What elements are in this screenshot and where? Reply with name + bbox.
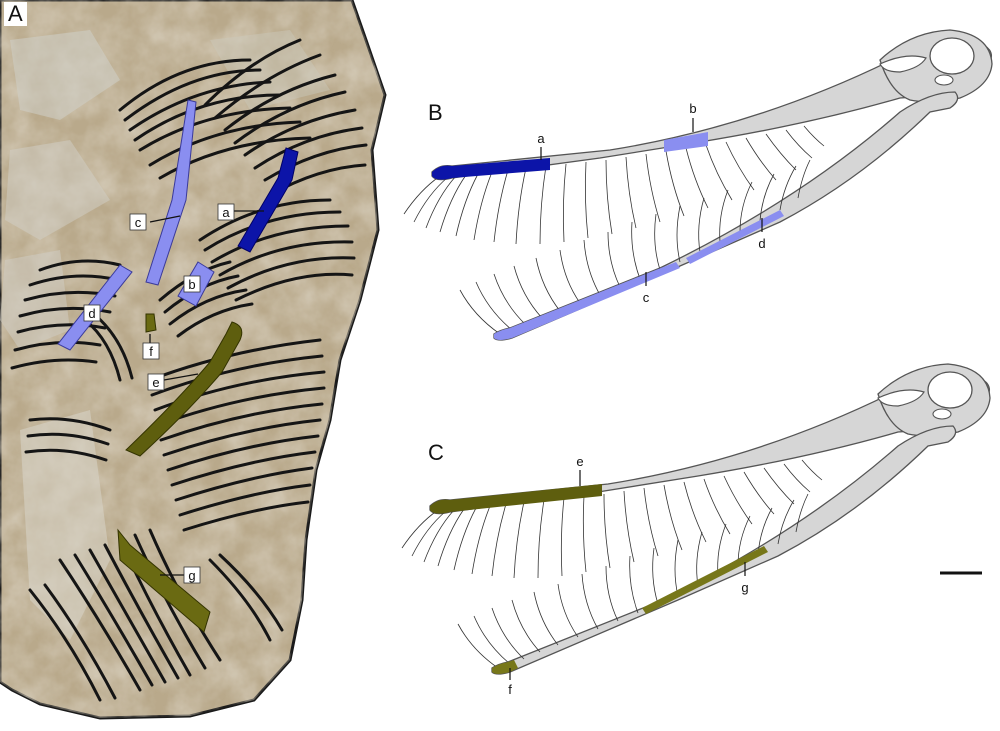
panel-label-b: B	[428, 100, 443, 125]
element-g-a	[117, 528, 211, 633]
element-e-a	[125, 321, 243, 457]
element-f-c	[492, 660, 518, 674]
fossil-slab: c a b d f e g	[0, 0, 387, 720]
labels-b: a b c d	[537, 101, 765, 305]
element-a-a	[237, 147, 299, 253]
element-f-a	[145, 313, 157, 333]
skull-drawing	[401, 363, 991, 675]
label-f-a: f	[149, 344, 153, 359]
label-g-c: g	[741, 580, 748, 595]
label-d-a: d	[88, 306, 95, 321]
element-c-a	[145, 99, 197, 286]
lower-teeth	[459, 159, 811, 335]
lower-jaw	[493, 91, 959, 341]
label-f-c: f	[508, 682, 512, 697]
label-e-a: e	[152, 375, 159, 390]
element-d-b	[686, 210, 784, 264]
label-b-b: b	[689, 101, 696, 116]
label-d-b: d	[758, 236, 765, 251]
element-c-b	[494, 262, 680, 340]
panel-label-c: C	[428, 440, 444, 465]
label-c-a: c	[135, 215, 142, 230]
skull-reconstruction-c	[401, 363, 991, 675]
label-g-a: g	[188, 568, 195, 583]
panel-label-a: A	[4, 2, 27, 26]
label-a-a: a	[222, 205, 230, 220]
element-e-c	[430, 484, 602, 514]
element-b-b	[664, 132, 708, 152]
element-a-b	[432, 158, 550, 180]
skull-reconstruction-b: a b c d	[403, 29, 993, 341]
upper-teeth	[403, 125, 825, 245]
orbit	[929, 37, 975, 75]
labels-a: c a b d f e g	[83, 203, 264, 584]
element-g-c	[642, 546, 768, 614]
label-b-a: b	[188, 277, 195, 292]
lower-fenestra	[934, 74, 954, 86]
label-c-b: c	[643, 290, 650, 305]
labels-c: e f g	[508, 454, 748, 697]
label-a-b: a	[537, 131, 545, 146]
antorbital-fenestra	[879, 55, 927, 73]
label-e-c: e	[576, 454, 583, 469]
skull-drawing	[403, 29, 993, 341]
